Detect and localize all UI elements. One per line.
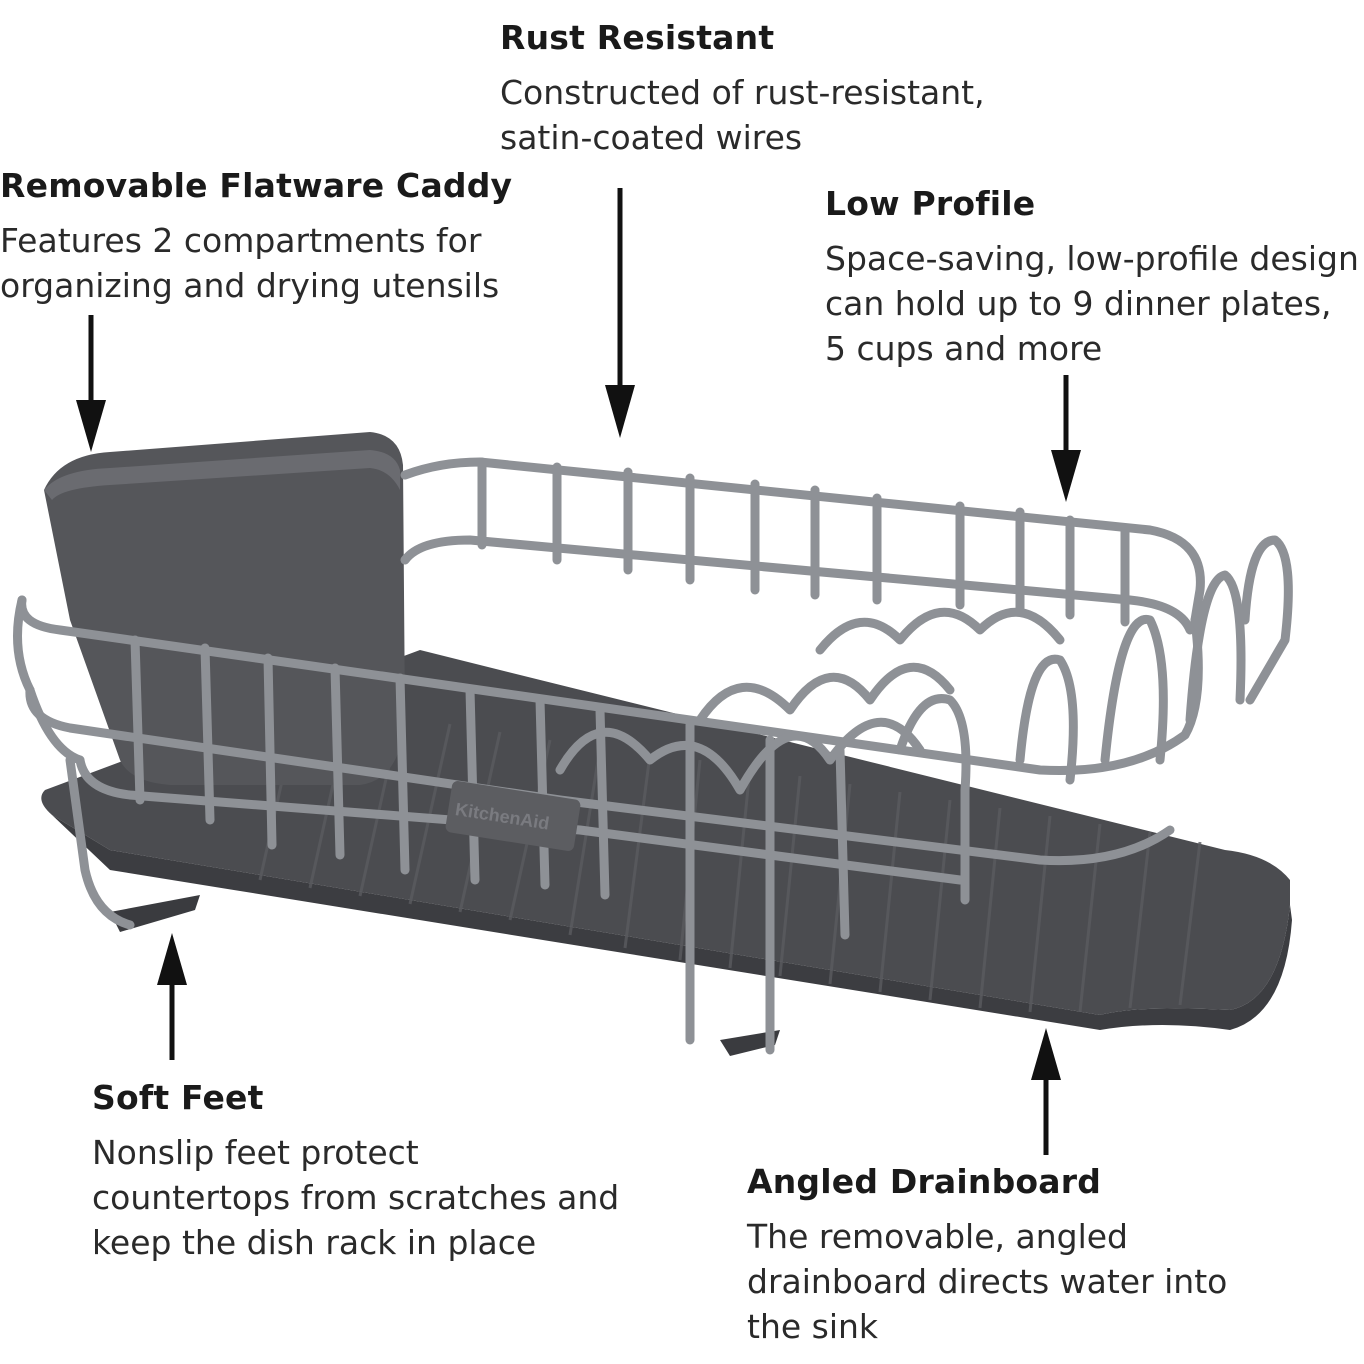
arrow-drainboard — [1031, 1028, 1061, 1155]
arrow-rust — [605, 188, 635, 438]
callout-description: Features 2 compartments for organizing a… — [0, 221, 500, 305]
callout-soft-feet: Soft Feet Nonslip feet protect counterto… — [92, 1078, 692, 1265]
callout-angled-drainboard: Angled Drainboard The removable, angled … — [747, 1162, 1307, 1349]
callout-low-profile: Low Profile Space-saving, low-profile de… — [825, 184, 1364, 371]
arrow-caddy — [76, 315, 106, 452]
callout-title: Removable Flatware Caddy — [0, 166, 513, 205]
brand-tag: KitchenAid — [445, 781, 581, 851]
callout-description: Space-saving, low-profile design can hol… — [825, 239, 1359, 368]
arrow-feet — [157, 933, 187, 1060]
callout-description: Constructed of rust-resistant, satin-coa… — [500, 73, 985, 157]
wire-basket — [13, 457, 1293, 1055]
callout-flatware-caddy: Removable Flatware Caddy Features 2 comp… — [0, 166, 560, 308]
callout-title: Rust Resistant — [500, 18, 775, 57]
callout-title: Low Profile — [825, 184, 1036, 223]
arrow-low-profile — [1051, 375, 1081, 502]
callout-title: Soft Feet — [92, 1078, 264, 1117]
callout-description: The removable, angled drainboard directs… — [747, 1217, 1228, 1346]
callout-title: Angled Drainboard — [747, 1162, 1102, 1201]
callout-description: Nonslip feet protect countertops from sc… — [92, 1133, 620, 1262]
callout-rust-resistant: Rust Resistant Constructed of rust-resis… — [500, 18, 1060, 160]
